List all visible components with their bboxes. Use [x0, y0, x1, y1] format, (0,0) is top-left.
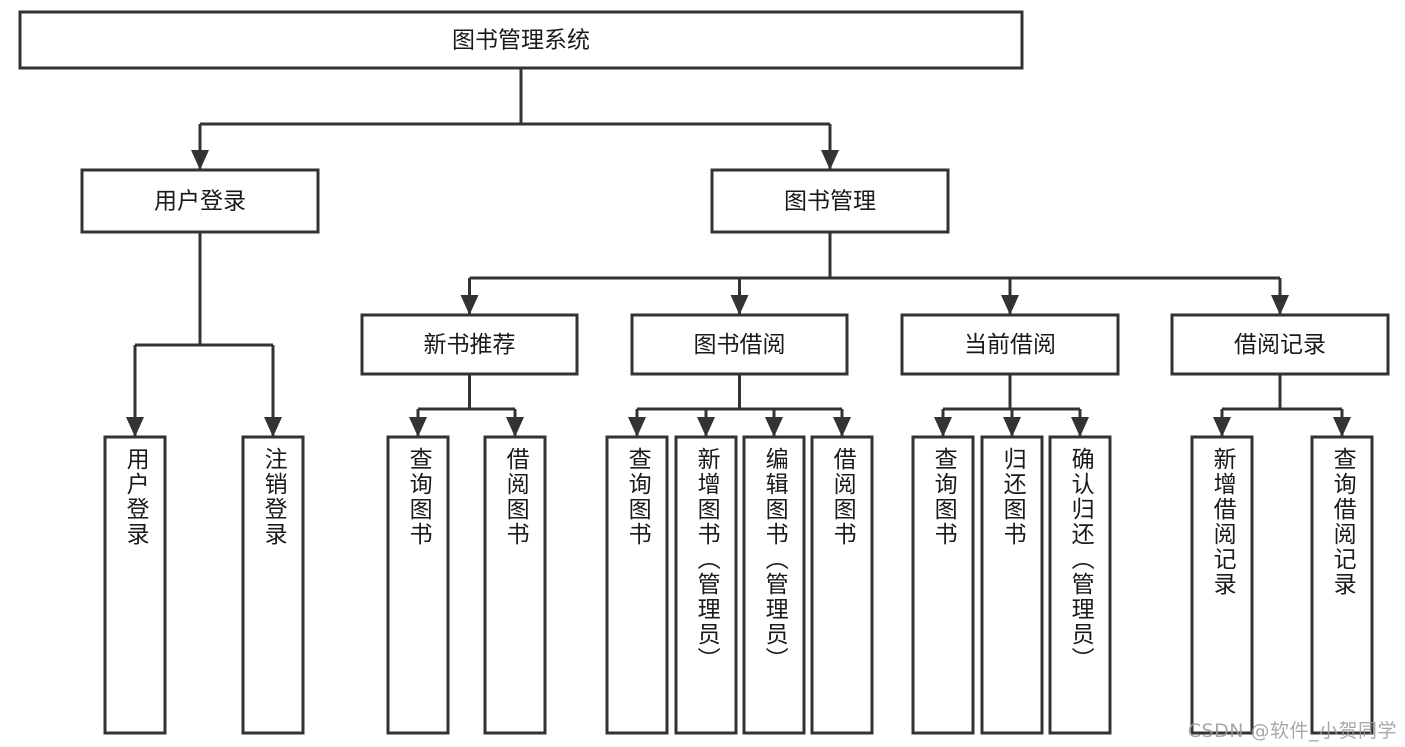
edge-group-borrow-record [1213, 374, 1351, 437]
arrow-head [1213, 417, 1231, 437]
node-box-leaf-query-book-current [911, 435, 975, 735]
edge-group-new-book-recommend [409, 374, 524, 437]
edge-group-root [191, 68, 839, 170]
node-book-management[interactable]: 图书管理 [710, 168, 950, 234]
edge-group-book-management [460, 232, 1289, 315]
arrow-head [765, 417, 783, 437]
node-box-book-management [710, 168, 950, 234]
arrow-head [506, 417, 524, 437]
node-leaf-return-book[interactable] [980, 435, 1044, 735]
node-leaf-query-book-recommend[interactable] [386, 435, 450, 735]
arrow-head [1003, 417, 1021, 437]
arrow-head [628, 417, 646, 437]
node-label-user-login: 用户登录 [154, 189, 246, 215]
node-box-leaf-query-book-borrow [605, 435, 669, 735]
node-user-login[interactable]: 用户登录 [80, 168, 320, 234]
arrow-head [264, 417, 282, 437]
node-box-leaf-add-borrow-record [1190, 435, 1254, 735]
node-borrow-record[interactable]: 借阅记录 [1170, 313, 1390, 376]
node-box-root [18, 10, 1024, 70]
node-box-leaf-borrow-book [810, 435, 874, 735]
arrow-head [833, 417, 851, 437]
node-box-leaf-logout [241, 435, 305, 735]
node-leaf-query-borrow-record[interactable] [1310, 435, 1374, 735]
node-box-book-borrow [630, 313, 849, 376]
node-leaf-add-borrow-record[interactable] [1190, 435, 1254, 735]
arrow-head [191, 150, 209, 170]
watermark-text: CSDN @软件_小贺同学 [1187, 720, 1397, 742]
node-leaf-edit-book[interactable] [742, 435, 806, 735]
node-box-borrow-record [1170, 313, 1390, 376]
arrow-head [126, 417, 144, 437]
node-leaf-add-book[interactable] [674, 435, 738, 735]
node-new-book-recommend[interactable]: 新书推荐 [360, 313, 579, 376]
arrow-head [821, 150, 839, 170]
node-label-root: 图书管理系统 [452, 28, 590, 54]
arrow-head [697, 417, 715, 437]
arrow-head [934, 417, 952, 437]
node-box-leaf-user-login [103, 435, 167, 735]
arrow-head [730, 295, 749, 315]
arrow-head [1333, 417, 1351, 437]
node-leaf-query-book-current[interactable] [911, 435, 975, 735]
node-box-leaf-add-book [674, 435, 738, 735]
node-leaf-confirm-return[interactable] [1048, 435, 1112, 735]
node-book-borrow[interactable]: 图书借阅 [630, 313, 849, 376]
node-leaf-query-book-borrow[interactable] [605, 435, 669, 735]
node-box-leaf-borrow-book-recommend [483, 435, 547, 735]
node-label-borrow-record: 借阅记录 [1234, 332, 1326, 358]
node-box-current-borrow [900, 313, 1120, 376]
node-box-leaf-query-borrow-record [1310, 435, 1374, 735]
arrow-head [460, 295, 479, 315]
node-leaf-borrow-book-recommend[interactable] [483, 435, 547, 735]
node-label-book-borrow: 图书借阅 [694, 332, 786, 358]
node-box-leaf-confirm-return [1048, 435, 1112, 735]
edges-layer [126, 68, 1351, 437]
arrow-head [409, 417, 427, 437]
arrow-head [1271, 295, 1289, 315]
node-label-current-borrow: 当前借阅 [964, 332, 1056, 358]
arrow-head [1001, 295, 1019, 315]
node-box-leaf-edit-book [742, 435, 806, 735]
node-leaf-user-login[interactable] [103, 435, 167, 735]
node-label-book-management: 图书管理 [784, 189, 876, 215]
node-box-user-login [80, 168, 320, 234]
node-current-borrow[interactable]: 当前借阅 [900, 313, 1120, 376]
edge-group-current-borrow [934, 374, 1089, 437]
node-box-new-book-recommend [360, 313, 579, 376]
arrow-head [1071, 417, 1089, 437]
node-box-leaf-query-book-recommend [386, 435, 450, 735]
node-leaf-borrow-book[interactable] [810, 435, 874, 735]
node-label-new-book-recommend: 新书推荐 [424, 332, 516, 358]
node-leaf-logout[interactable] [241, 435, 305, 735]
edge-group-book-borrow [628, 374, 851, 437]
edge-group-user-login [126, 232, 282, 437]
node-root[interactable]: 图书管理系统 [18, 10, 1024, 70]
node-box-leaf-return-book [980, 435, 1044, 735]
